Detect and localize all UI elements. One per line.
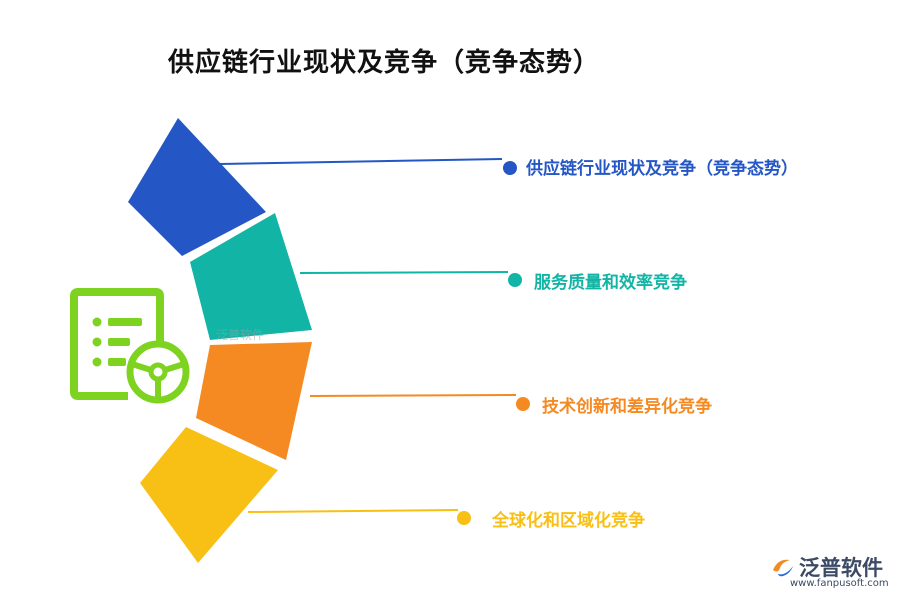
- brand-url: www.fanpusoft.com: [790, 578, 889, 589]
- page-title: 供应链行业现状及竞争（竞争态势）: [168, 48, 601, 78]
- bullet-dot-3: [516, 397, 530, 411]
- bullet-dot-1: [503, 161, 517, 175]
- brand-logo: 泛普软件: [770, 552, 883, 582]
- label-item-4: 全球化和区域化竞争: [492, 511, 645, 531]
- brand-name: 泛普软件: [799, 556, 883, 580]
- connector-line-1: [219, 158, 503, 165]
- brand-swirl-icon: [773, 559, 793, 577]
- connector-line-2: [299, 271, 509, 274]
- segment-3: [196, 342, 312, 460]
- label-item-2: 服务质量和效率竞争: [534, 273, 687, 293]
- bullet-dot-2: [508, 273, 522, 287]
- checklist-steering-wheel-icon: [70, 288, 190, 404]
- connector-line-4: [247, 509, 459, 513]
- label-item-1: 供应链行业现状及竞争（竞争态势）: [526, 159, 798, 179]
- label-item-3: 技术创新和差异化竞争: [542, 397, 712, 417]
- segment-1: [128, 118, 266, 256]
- segment-2: [190, 213, 312, 340]
- connector-line-3: [309, 394, 517, 397]
- segment-4: [140, 427, 278, 563]
- bullet-dot-4: [457, 511, 471, 525]
- watermark: 泛普软件: [216, 328, 265, 342]
